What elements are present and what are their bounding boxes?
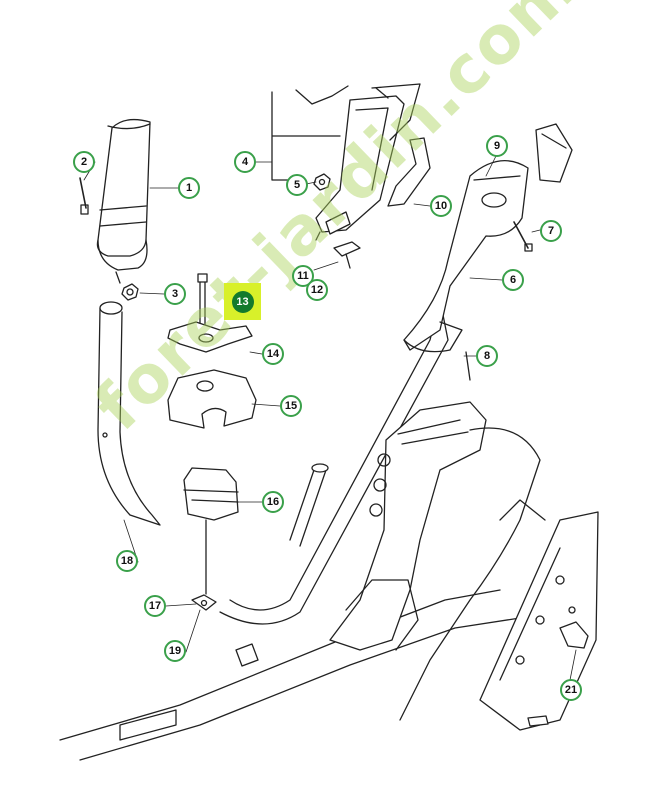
- callout-label: 8: [483, 350, 491, 362]
- callout-5: 5: [286, 174, 308, 196]
- callout-label: 21: [564, 684, 578, 696]
- callout-1: 1: [178, 177, 200, 199]
- control-bracket: [329, 401, 487, 651]
- right-panel: [479, 511, 599, 731]
- group-bracket-4: [271, 85, 389, 181]
- callout-label: 17: [148, 600, 162, 612]
- callout-label: 9: [493, 140, 501, 152]
- callout-label: 6: [509, 274, 517, 286]
- nut-part-3: [121, 283, 139, 301]
- callout-label: 12: [310, 284, 324, 296]
- main-tube: [219, 299, 449, 625]
- chassis-outline: [399, 427, 546, 721]
- callout-16: 16: [262, 491, 284, 513]
- callout-19: 19: [164, 640, 186, 662]
- lever-part-10: [387, 137, 431, 207]
- control-lever-assembly: [315, 83, 421, 241]
- washer-part-17: [191, 594, 217, 611]
- cover-part-15: [167, 369, 257, 429]
- callout-label: 18: [120, 555, 134, 567]
- handle-grip-part: [96, 118, 151, 284]
- callout-label: 16: [266, 496, 280, 508]
- callout-label: 4: [241, 156, 249, 168]
- nut-part-5: [313, 173, 331, 191]
- screw-part-2: [79, 177, 89, 215]
- callout-21: 21: [560, 679, 582, 701]
- callout-label: 5: [293, 179, 301, 191]
- callout-7: 7: [540, 220, 562, 242]
- link-part-11-12: [333, 241, 361, 269]
- callout-label: 10: [434, 200, 448, 212]
- callout-17: 17: [144, 595, 166, 617]
- callout-2: 2: [73, 151, 95, 173]
- callout-3: 3: [164, 283, 186, 305]
- clamp-part-16: [183, 467, 239, 595]
- callout-15: 15: [280, 395, 302, 417]
- clip-part-21: [559, 621, 589, 649]
- callout-12: 12: [306, 279, 328, 301]
- callout-9: 9: [486, 135, 508, 157]
- callout-label: 7: [547, 225, 555, 237]
- callout-label: 15: [284, 400, 298, 412]
- callout-label: 11: [297, 270, 309, 282]
- callout-label: 3: [171, 288, 179, 300]
- callout-label: 2: [80, 156, 88, 168]
- callout-label: 1: [185, 182, 193, 194]
- callout-13-badge: 13: [231, 290, 254, 313]
- right-handle-part-6-9: [403, 160, 529, 381]
- callout-10: 10: [430, 195, 452, 217]
- callout-14: 14: [262, 343, 284, 365]
- callout-label: 14: [266, 348, 280, 360]
- highlighted-part-13: 13: [224, 283, 261, 320]
- frame-rail-part-19: [59, 589, 521, 761]
- callout-4: 4: [234, 151, 256, 173]
- wing-knob-part-14: [167, 321, 253, 353]
- screw-part-7: [513, 221, 533, 252]
- top-right-bracket: [535, 123, 573, 183]
- callout-label: 19: [168, 645, 182, 657]
- callout-8: 8: [476, 345, 498, 367]
- callout-6: 6: [502, 269, 524, 291]
- tube-part-18: [97, 301, 161, 526]
- callout-18: 18: [116, 550, 138, 572]
